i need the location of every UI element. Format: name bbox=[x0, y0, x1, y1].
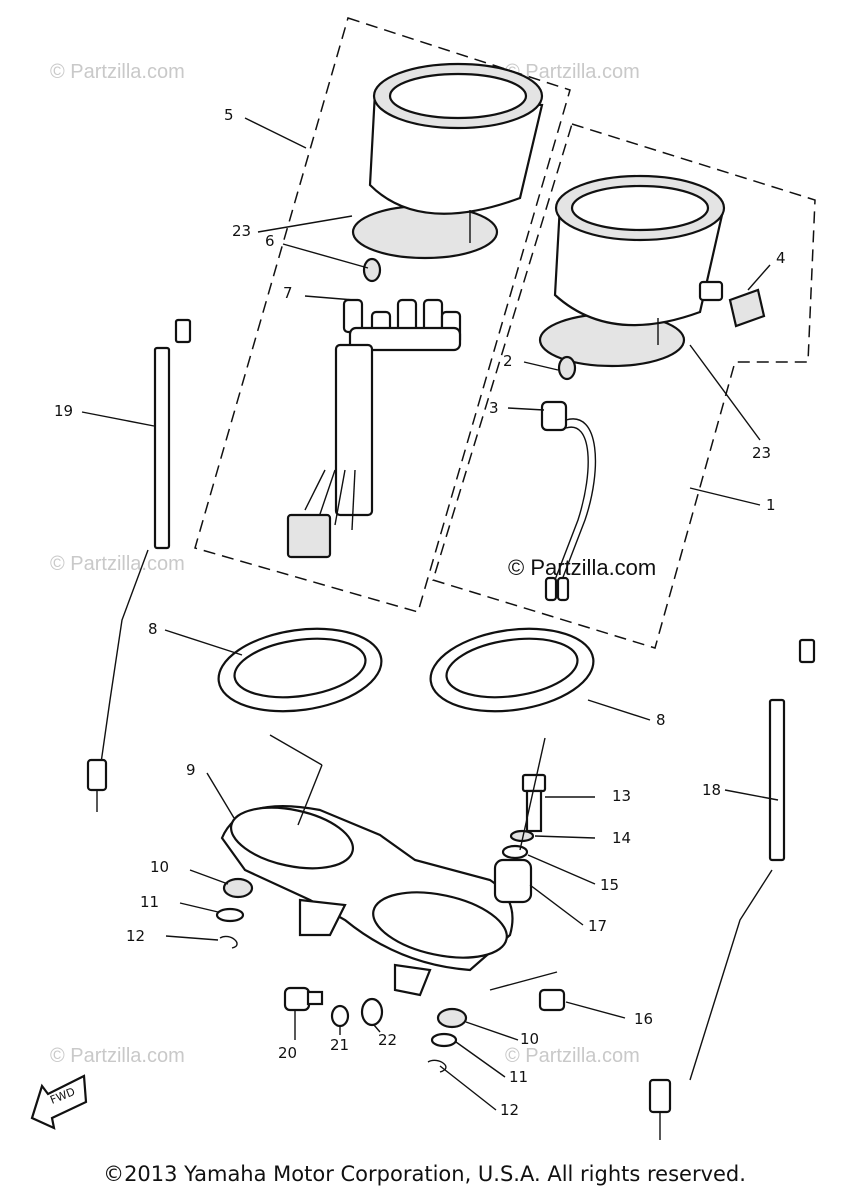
copyright-notice: ©2013 Yamaha Motor Corporation, U.S.A. A… bbox=[103, 1162, 746, 1186]
callout-13: 13 bbox=[612, 787, 631, 805]
callout-1: 1 bbox=[766, 496, 776, 514]
watermark: © Partzilla.com bbox=[50, 553, 185, 575]
callout-21: 21 bbox=[330, 1036, 349, 1054]
callouts: 1 2 3 4 5 6 7 8 8 9 10 10 11 11 12 12 13… bbox=[54, 106, 786, 1119]
callout-7: 7 bbox=[283, 284, 293, 302]
assembly-box-tachometer bbox=[194, 17, 571, 613]
hardware bbox=[215, 773, 566, 1073]
watermark: © Partzilla.com bbox=[505, 61, 640, 83]
callout-6: 6 bbox=[265, 232, 275, 250]
callout-19: 19 bbox=[54, 402, 73, 420]
callout-15: 15 bbox=[600, 876, 619, 894]
callout-5: 5 bbox=[224, 106, 234, 124]
assembly-box-speedometer bbox=[432, 123, 816, 649]
fwd-arrow-icon: FWD bbox=[30, 1074, 88, 1130]
callout-8: 8 bbox=[148, 620, 158, 638]
callout-16: 16 bbox=[634, 1010, 653, 1028]
callout-17: 17 bbox=[588, 917, 607, 935]
callout-8b: 8 bbox=[656, 711, 666, 729]
watermark: © Partzilla.com bbox=[505, 1045, 640, 1067]
cable-left bbox=[86, 318, 192, 812]
cable-right bbox=[648, 638, 816, 1140]
callout-23b: 23 bbox=[752, 444, 771, 462]
callout-9: 9 bbox=[186, 761, 196, 779]
callout-11: 11 bbox=[140, 893, 159, 911]
tachometer-gauge bbox=[351, 62, 544, 260]
callout-10b: 10 bbox=[520, 1030, 539, 1048]
watermark-center: © Partzilla.com bbox=[508, 555, 656, 580]
bulb-sockets-left bbox=[286, 257, 462, 559]
leader-lines bbox=[81, 117, 779, 1111]
callout-11b: 11 bbox=[509, 1068, 528, 1086]
callout-3: 3 bbox=[489, 399, 499, 417]
bulb-harness-right bbox=[540, 355, 597, 602]
callout-23: 23 bbox=[232, 222, 251, 240]
bezel-left bbox=[217, 627, 383, 713]
meter-bracket bbox=[220, 805, 514, 997]
speedometer-gauge bbox=[538, 174, 766, 368]
bezel-right bbox=[429, 627, 595, 713]
callout-20: 20 bbox=[278, 1044, 297, 1062]
callout-4: 4 bbox=[776, 249, 786, 267]
callout-14: 14 bbox=[612, 829, 631, 847]
watermark: © Partzilla.com bbox=[50, 1045, 185, 1067]
callout-12: 12 bbox=[126, 927, 145, 945]
watermark: © Partzilla.com bbox=[50, 61, 185, 83]
callout-18: 18 bbox=[702, 781, 721, 799]
callout-10: 10 bbox=[150, 858, 169, 876]
callout-12b: 12 bbox=[500, 1101, 519, 1119]
callout-22: 22 bbox=[378, 1031, 397, 1049]
callout-2: 2 bbox=[503, 352, 513, 370]
